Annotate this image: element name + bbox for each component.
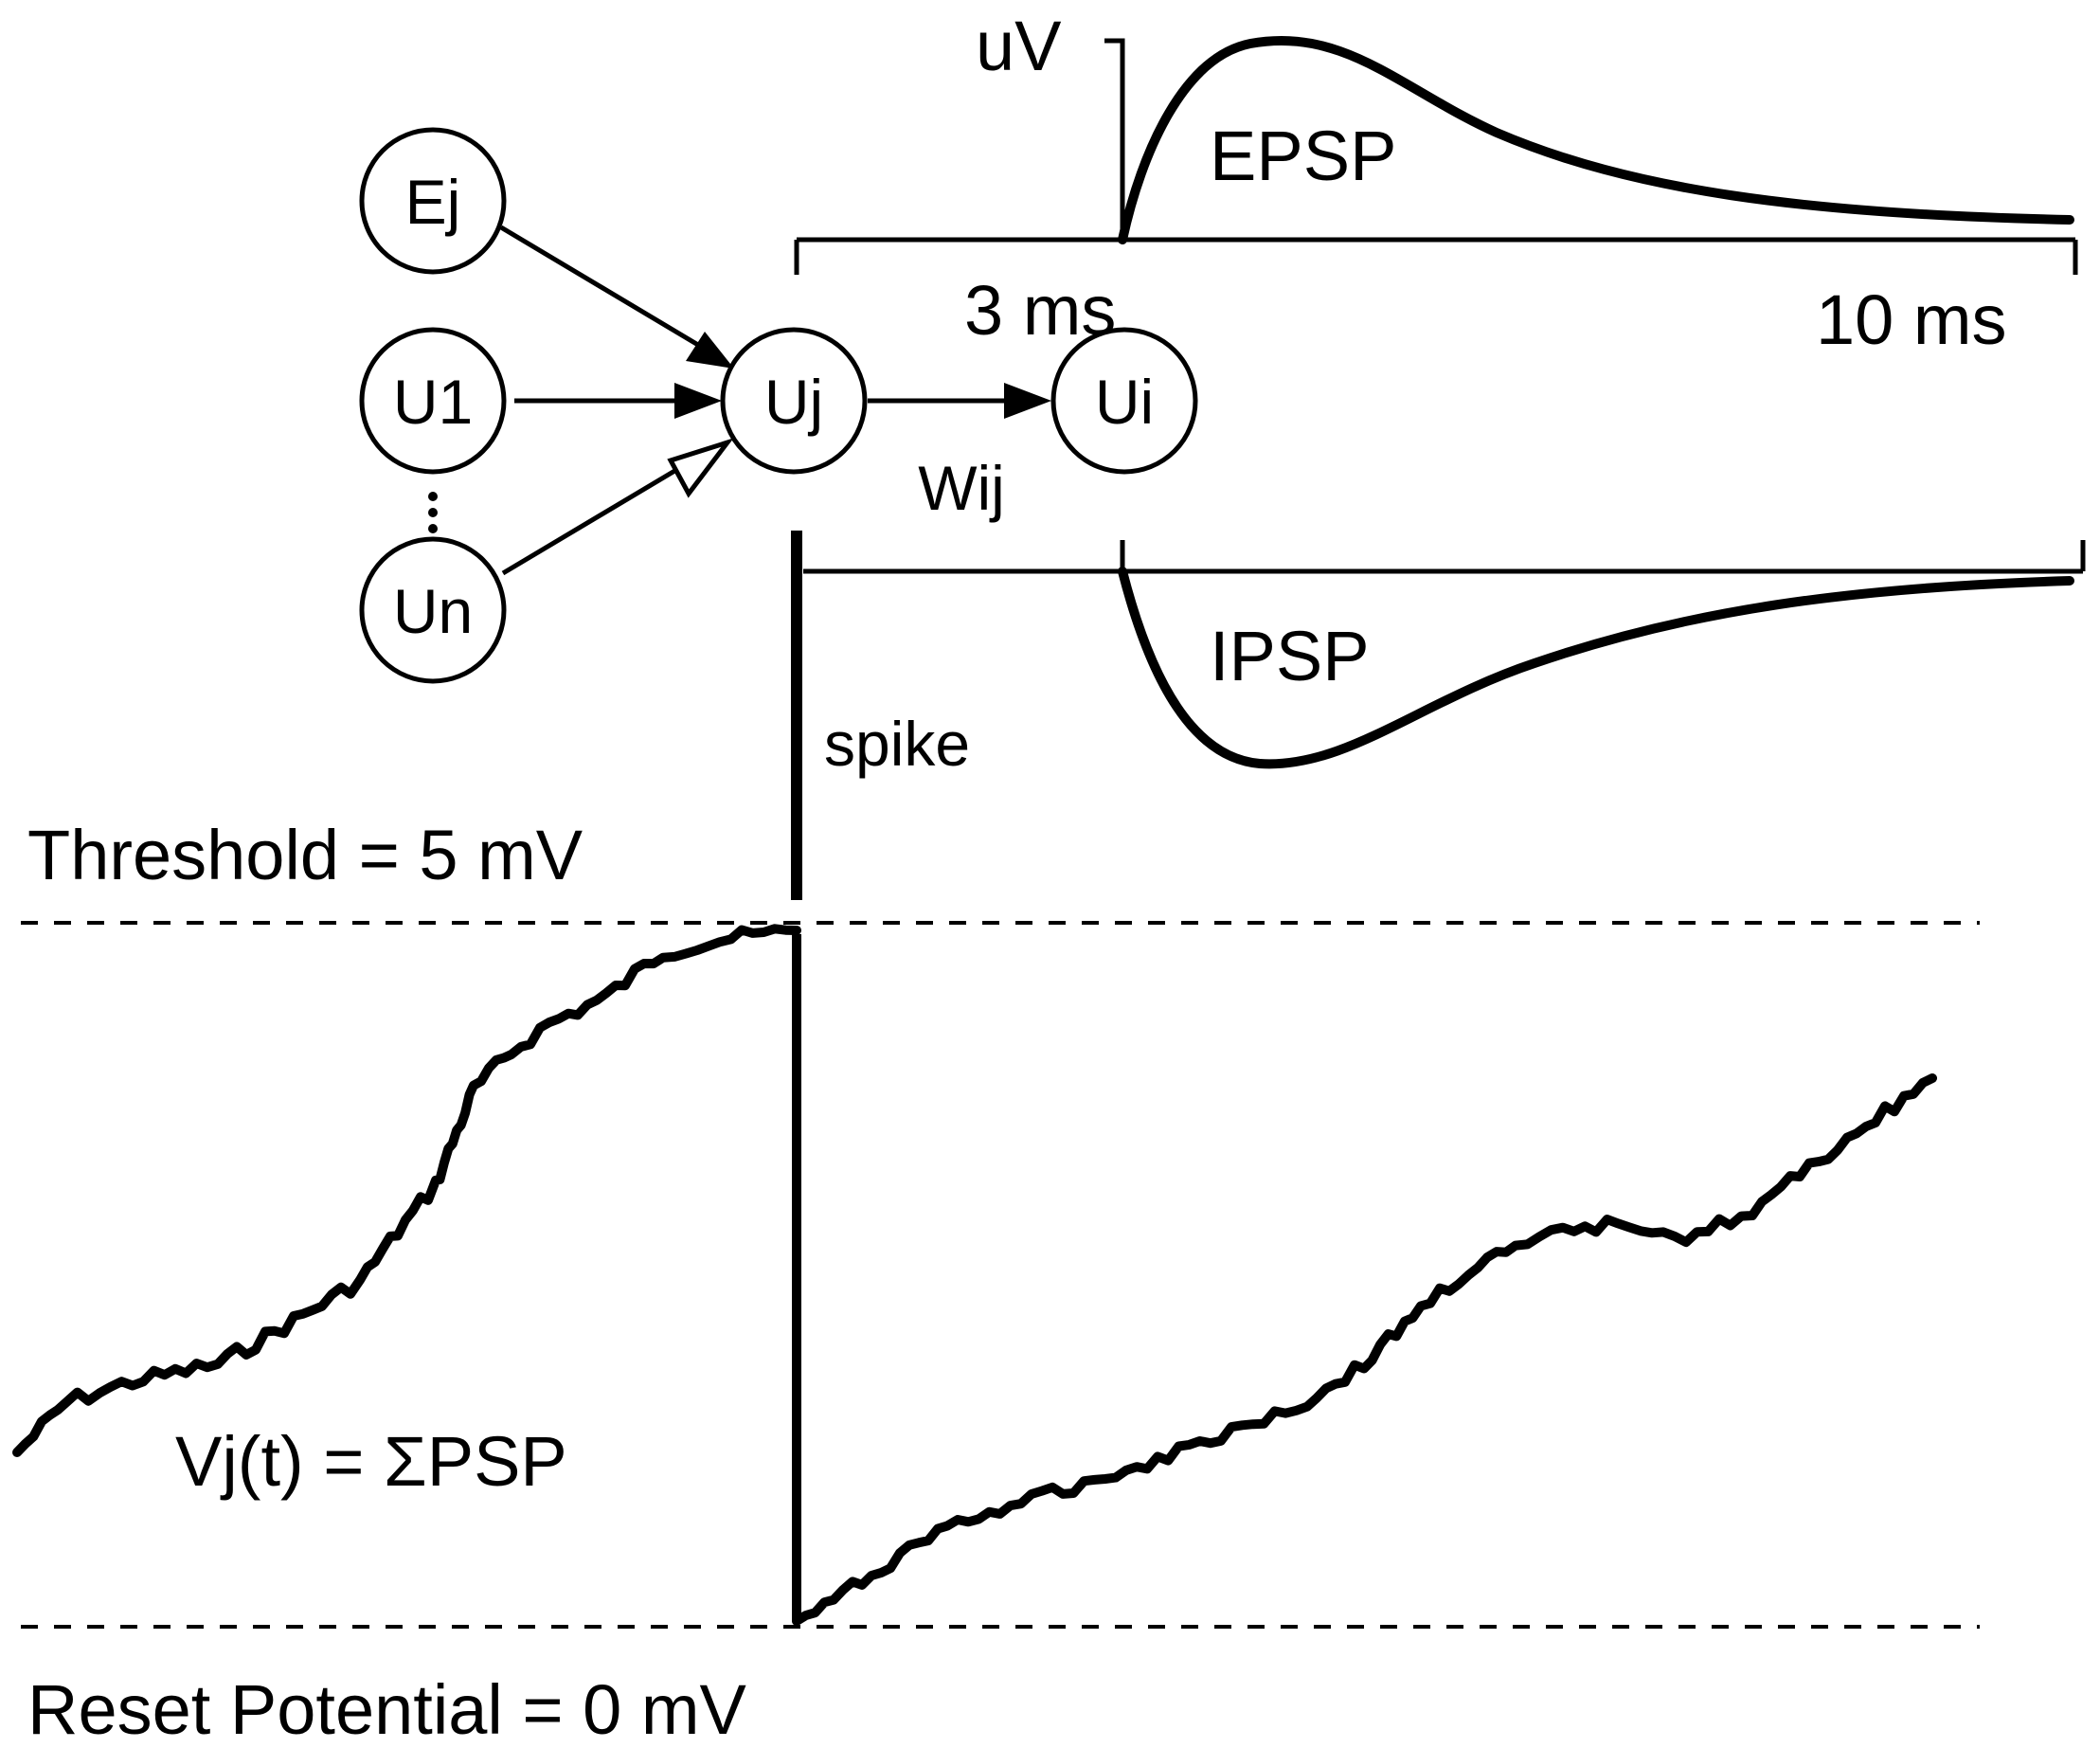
delay-label: 3 ms [964,271,1116,350]
node-uj: Uj [720,327,868,475]
ellipsis-dots [428,492,438,533]
amplitude-unit-label: uV [976,7,1062,85]
epsp-amplitude-axis [1104,38,1125,240]
epsp-curve [1118,36,2074,244]
node-ej-label: Ej [405,167,461,237]
epsp-panel: 3 ms 10 ms uV EPSP [794,7,2078,359]
membrane-trace-rise-2 [792,1073,1937,1626]
node-ej: Ej [359,127,507,275]
membrane-trace: Vj(t) = ΣPSP [12,924,1937,1626]
node-un: Un [359,536,507,684]
epsp-label: EPSP [1210,117,1396,195]
duration-label: 10 ms [1816,280,2007,359]
spike-label: spike [824,709,970,779]
ipsp-panel: IPSP [803,540,2086,769]
node-uj-label: Uj [764,367,823,437]
node-u1-label: U1 [393,367,473,437]
ipsp-time-axis [803,540,2086,574]
ipsp-label: IPSP [1210,617,1370,695]
reset-line: Reset Potential = 0 mV [21,1625,1980,1748]
node-ui: Ui [1050,327,1198,475]
edge-ej-uj [499,225,734,369]
edge-un-uj-open-arrow [501,438,734,576]
network-graph: Ej U1 Un Uj Ui Wij [359,127,1198,684]
epsp-time-axis [794,237,2078,275]
spike: spike [791,531,970,900]
threshold-label: Threshold = 5 mV [27,816,583,894]
membrane-trace-rise-1 [12,924,801,1457]
weight-label: Wij [918,453,1005,523]
node-u1: U1 [359,327,507,475]
edge-u1-uj [514,383,722,419]
reset-label: Reset Potential = 0 mV [27,1670,747,1748]
node-ui-label: Ui [1095,367,1154,437]
node-un-label: Un [393,576,473,646]
membrane-equation-label: Vj(t) = ΣPSP [175,1422,567,1501]
edge-uj-ui [868,383,1051,419]
threshold-line: Threshold = 5 mV [21,816,1980,925]
ipsp-curve [1118,567,2074,769]
